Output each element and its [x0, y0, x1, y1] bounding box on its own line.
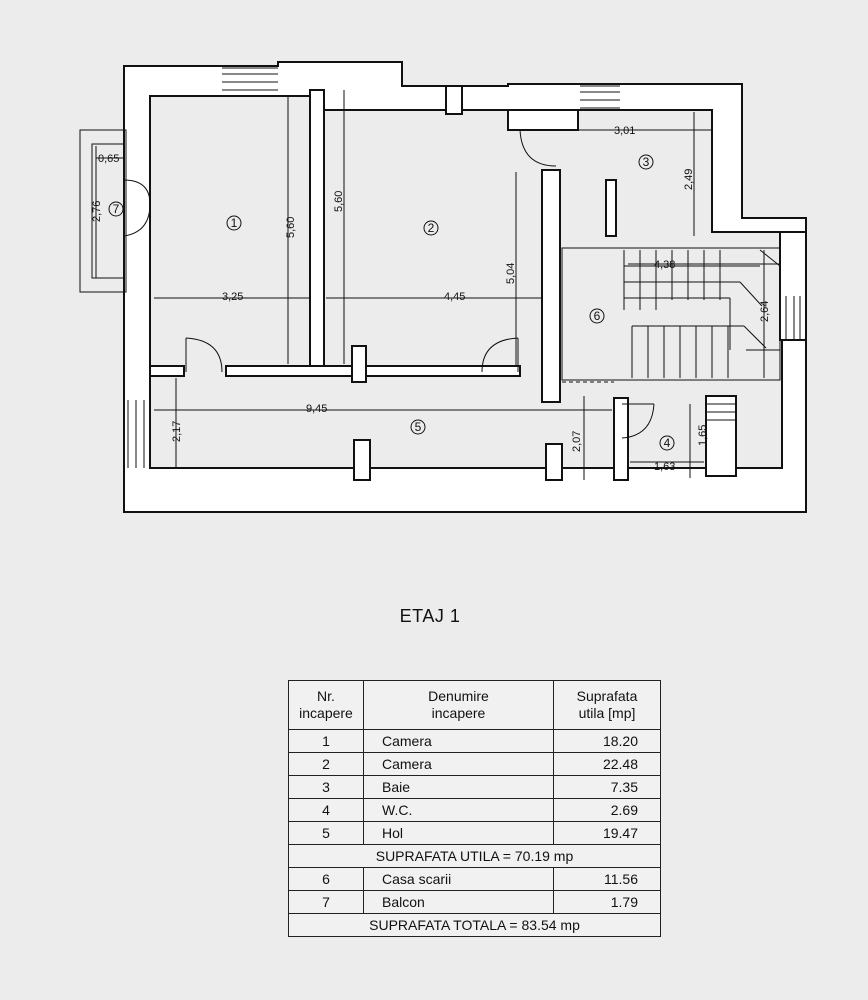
cell-name: Balcon: [363, 890, 554, 914]
floor-title: ETAJ 1: [399, 606, 461, 626]
svg-text:3: 3: [643, 155, 650, 169]
wall-pillar-mid: [351, 345, 367, 383]
balcony-outline: [79, 129, 127, 293]
cell-area: 11.56: [553, 867, 661, 891]
wall-bath-top-stub: [507, 109, 579, 131]
svg-text:2: 2: [428, 221, 435, 235]
room-label-4: 4: [659, 435, 675, 451]
cell-name: Hol: [363, 821, 554, 845]
table-row: 7 Balcon 1.79: [288, 890, 661, 914]
cell-nr: 2: [288, 752, 364, 776]
cell-nr: 3: [288, 775, 364, 799]
dim-1-65: 1,65: [697, 425, 709, 446]
svg-text:6: 6: [594, 309, 601, 323]
svg-text:4: 4: [664, 436, 671, 450]
door-bath: [519, 129, 557, 167]
svg-text:5: 5: [415, 420, 422, 434]
table-row: 1 Camera 18.20: [288, 729, 661, 753]
window-right-wc: [706, 403, 736, 421]
door-balcony: [123, 179, 151, 237]
dim-0-65: 0,65: [98, 153, 119, 165]
wall-room1-room2: [309, 89, 325, 369]
cell-area: 2.69: [553, 798, 661, 822]
dim-1-63: 1,63: [654, 461, 675, 473]
wall-room1-bottom: [149, 365, 185, 377]
cell-area: 22.48: [553, 752, 661, 776]
cell-name: Camera: [363, 729, 554, 753]
dim-2-64: 2,64: [759, 301, 771, 322]
table-row: 4 W.C. 2.69: [288, 798, 661, 822]
door-room1: [185, 337, 223, 373]
dim-5-04: 5,04: [505, 263, 517, 284]
total-cell: SUPRAFATA TOTALA = 83.54 mp: [288, 913, 661, 937]
dimension-lines: [95, 90, 780, 480]
cell-name: W.C.: [363, 798, 554, 822]
table-row: 6 Casa scarii 11.56: [288, 867, 661, 891]
dim-4-38: 4,38: [654, 259, 675, 271]
wall-room2-right: [541, 169, 561, 403]
room-label-6: 6: [589, 308, 605, 324]
dim-3-01: 3,01: [614, 125, 635, 137]
svg-text:7: 7: [113, 202, 120, 216]
header-nr: Nr.incapere: [288, 680, 364, 730]
room-label-2: 2: [423, 220, 439, 236]
cell-nr: 5: [288, 821, 364, 845]
dim-2-07: 2,07: [571, 431, 583, 452]
cell-name: Casa scarii: [363, 867, 554, 891]
cell-area: 1.79: [553, 890, 661, 914]
cell-name: Camera: [363, 752, 554, 776]
cell-area: 19.47: [553, 821, 661, 845]
window-left-corridor: [127, 400, 145, 468]
wall-corridor-pillar-1: [353, 439, 371, 481]
wall-room2-corridor: [225, 365, 521, 377]
table-row: 5 Hol 19.47: [288, 821, 661, 845]
dim-3-25: 3,25: [222, 291, 243, 303]
dim-2-49: 2,49: [683, 169, 695, 190]
subtotal-row: SUPRAFATA UTILA = 70.19 mp: [288, 844, 661, 868]
room-label-1: 1: [226, 215, 242, 231]
subtotal-cell: SUPRAFATA UTILA = 70.19 mp: [288, 844, 661, 868]
wall-pier-top: [445, 85, 463, 115]
cell-area: 18.20: [553, 729, 661, 753]
cell-name: Baie: [363, 775, 554, 799]
wall-wc-block: [705, 395, 737, 477]
wall-corridor-pillar-2: [545, 443, 563, 481]
stair-well: [561, 247, 781, 381]
dim-9-45: 9,45: [306, 403, 327, 415]
wall-stair-right: [779, 231, 807, 341]
room-label-3: 3: [638, 154, 654, 170]
cell-nr: 6: [288, 867, 364, 891]
dim-5-60-room1: 5,60: [285, 217, 297, 238]
window-top-left: [222, 67, 278, 91]
door-room2: [481, 337, 519, 373]
svg-text:1: 1: [231, 216, 238, 230]
door-wc: [621, 403, 655, 439]
stair-treads: [623, 249, 781, 378]
wall-bath-left: [605, 179, 617, 237]
window-right-stair: [785, 296, 801, 340]
cell-nr: 7: [288, 890, 364, 914]
dim-5-60-room2: 5,60: [333, 191, 345, 212]
room-label-5: 5: [410, 419, 426, 435]
room-label-7: 7: [108, 201, 124, 217]
floor-plan: 0,65 2,76 5,60 5,60 3,01 2,49 4,38 2,64 …: [79, 61, 807, 513]
dim-2-76: 2,76: [91, 201, 103, 222]
wall-wc-left: [613, 397, 629, 481]
total-row: SUPRAFATA TOTALA = 83.54 mp: [288, 913, 661, 937]
table-row: 2 Camera 22.48: [288, 752, 661, 776]
table-row: 3 Baie 7.35: [288, 775, 661, 799]
window-top-right: [580, 85, 620, 109]
dim-4-45: 4,45: [444, 291, 465, 303]
dim-2-17: 2,17: [171, 421, 183, 442]
cell-nr: 4: [288, 798, 364, 822]
cell-nr: 1: [288, 729, 364, 753]
cell-area: 7.35: [553, 775, 661, 799]
